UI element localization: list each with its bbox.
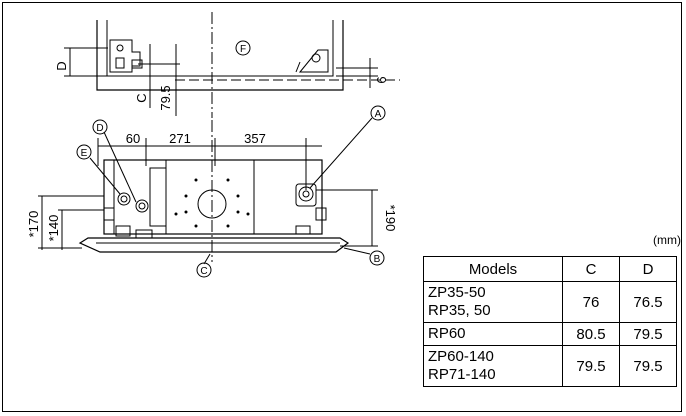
c-value: 76 bbox=[562, 281, 620, 323]
table-header-row: Models C D bbox=[423, 256, 677, 282]
dim-170: *170 bbox=[26, 211, 41, 238]
unit-label: (mm) bbox=[653, 233, 681, 247]
callout-markers bbox=[76, 40, 386, 278]
dimension-table: Models C D ZP35-50 RP35, 50 76 76.5 RP60… bbox=[423, 256, 677, 387]
table-row: ZP60-140 RP71-140 79.5 79.5 bbox=[423, 345, 677, 387]
dim-357: 357 bbox=[244, 131, 266, 146]
table-row: RP60 80.5 79.5 bbox=[423, 322, 677, 346]
callout-b: B bbox=[374, 254, 381, 265]
header-c: C bbox=[562, 256, 620, 282]
dim-271: 271 bbox=[169, 131, 191, 146]
c-value: 79.5 bbox=[562, 345, 620, 387]
dim-140: *140 bbox=[46, 215, 61, 242]
c-value: 80.5 bbox=[562, 322, 620, 346]
d-value: 79.5 bbox=[619, 322, 677, 346]
model-cell: RP60 bbox=[423, 322, 563, 346]
d-value: 79.5 bbox=[619, 345, 677, 387]
model-cell: ZP35-50 RP35, 50 bbox=[423, 281, 563, 323]
dim-190: *190 bbox=[383, 205, 398, 232]
callout-e: E bbox=[81, 148, 88, 159]
front-view bbox=[38, 117, 378, 265]
model-name: ZP35-50 bbox=[428, 284, 486, 301]
drawing-frame bbox=[2, 2, 682, 412]
dim-c-label: C bbox=[134, 93, 149, 102]
header-d: D bbox=[619, 256, 677, 282]
dim-60: 60 bbox=[126, 131, 140, 146]
model-name: RP60 bbox=[428, 325, 466, 342]
callout-f: F bbox=[240, 44, 246, 55]
model-name: RP71-140 bbox=[428, 366, 496, 383]
callout-c: C bbox=[200, 266, 207, 277]
dim-6: 6 bbox=[374, 76, 389, 83]
model-name: ZP60-140 bbox=[428, 348, 494, 365]
header-models: Models bbox=[423, 256, 563, 282]
model-name: RP35, 50 bbox=[428, 302, 491, 319]
callout-d: D bbox=[96, 123, 103, 134]
d-value: 76.5 bbox=[619, 281, 677, 323]
dim-d-label: D bbox=[54, 61, 69, 70]
top-view bbox=[64, 12, 400, 118]
model-cell: ZP60-140 RP71-140 bbox=[423, 345, 563, 387]
callout-a: A bbox=[375, 109, 382, 120]
dim-79-5: 79.5 bbox=[158, 85, 173, 110]
table-row: ZP35-50 RP35, 50 76 76.5 bbox=[423, 281, 677, 323]
